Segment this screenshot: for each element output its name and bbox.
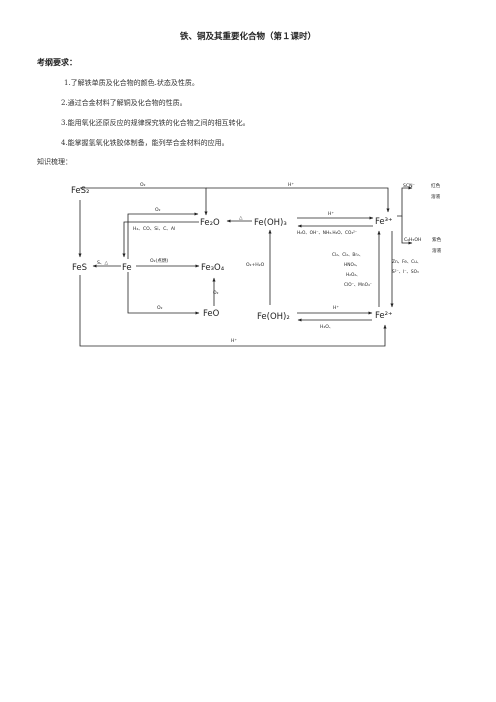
requirement-3: 3.能用氧化还原反应的规律探究铁的化合物之间的相互转化。 — [61, 119, 250, 127]
node-fe3o4: Fe₃O₄ — [201, 263, 225, 273]
node-fes2: FeS₂ — [71, 186, 89, 196]
node-fes: FeS — [72, 263, 87, 273]
label-reductant-2: S²⁻、I⁻、SO₃ — [392, 269, 419, 275]
edge-fe3-to-phenol — [401, 216, 413, 245]
label-oxidant-2: HNO₃、 — [344, 262, 360, 268]
label-o2-fe-feo: O₂ — [157, 305, 163, 311]
requirement-4: 4.能掌握氢氧化铁胶体制备，能列举合金材料的应用。 — [61, 139, 229, 147]
node-fe2o3: Fe₂O — [200, 218, 220, 228]
label-scn: SCN⁻ — [403, 183, 416, 189]
label-oxidant-1: Cl₂、Cl₂、Br₂、 — [332, 252, 363, 258]
edge-fe-to-feo — [127, 272, 200, 315]
label-s-delta: S、△ — [97, 260, 109, 266]
node-feo: FeO — [203, 309, 220, 319]
label-reductant-1: Zn、Fe、Cu、 — [392, 259, 421, 265]
node-fe3: Fe³⁺ — [375, 217, 393, 227]
node-fe: Fe — [122, 263, 132, 273]
edge-fe-to-fe2o3 — [127, 212, 199, 259]
requirements-heading: 考纲要求： — [37, 58, 77, 67]
knowledge-heading: 知识梳理： — [37, 158, 72, 166]
node-fe2: Fe²⁺ — [375, 311, 393, 321]
label-oxidant-4: ClO⁻、MnO₄⁻ — [344, 282, 372, 288]
label-delta: △ — [239, 216, 243, 221]
requirement-1: 1.了解铁单质及化合物的颜色.状态及性质。 — [64, 79, 199, 87]
label-hplus-mid: H⁺ — [328, 211, 334, 217]
label-phenol: C₆H₅OH — [404, 237, 421, 243]
edge-fe2o3-to-fe — [122, 221, 199, 258]
node-feoh3: Fe(OH)₃ — [254, 218, 287, 228]
label-scn-result-1: 红色 — [431, 182, 441, 189]
requirement-2: 2.通过合金材料了解铜及化合物的性质。 — [61, 99, 187, 107]
label-o2-top: O₂ — [140, 182, 146, 188]
label-hplus-return: H⁺ — [231, 338, 237, 344]
label-to-fe3-list: H₂O、OH⁻、NH₃.H₂O、CO₃²⁻ — [297, 230, 357, 236]
label-h2o-bottom: H₂O、 — [320, 324, 334, 330]
edge-fes2-to-fe2o3 — [80, 187, 208, 216]
label-o2-h2o: O₂+H₂O — [246, 262, 265, 268]
label-phenol-result-2: 溶液 — [432, 247, 442, 254]
label-o2-second: O₂ — [155, 207, 161, 213]
label-hplus-bottom: H⁺ — [333, 305, 339, 311]
edge-fe3-to-scn — [397, 186, 413, 217]
edge-top-to-fe3 — [206, 187, 390, 213]
label-o2-feo: O₂ — [213, 290, 219, 296]
label-hplus-top: H⁺ — [288, 182, 294, 188]
label-oxidant-3: H₂O₂、 — [346, 272, 360, 278]
label-scn-result-2: 溶液 — [431, 193, 441, 200]
edge-fe-to-fe2-loop — [79, 275, 387, 347]
page-title: 铁、铜及其重要化合物（第１课时） — [179, 32, 316, 42]
label-phenol-result-1: 紫色 — [432, 236, 442, 243]
label-reducers: H₂、CO、Si、C、Al — [133, 226, 175, 232]
node-feoh2: Fe(OH)₂ — [257, 312, 290, 322]
label-o2-burn: O₂(点燃) — [150, 257, 168, 264]
